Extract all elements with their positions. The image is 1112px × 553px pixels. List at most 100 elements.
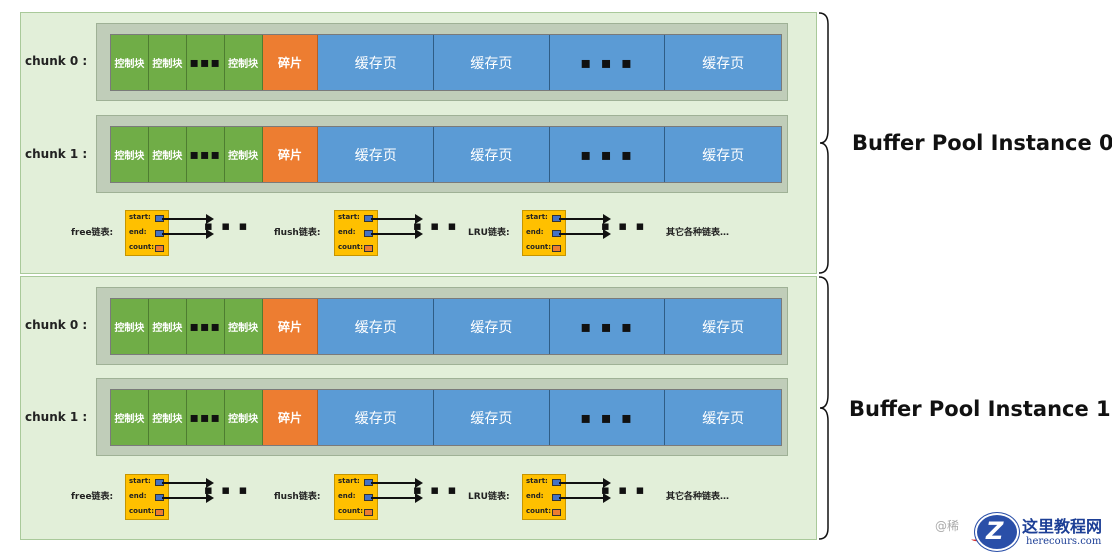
count-field: count: bbox=[338, 507, 364, 515]
pointer-arrow bbox=[162, 478, 214, 488]
buffer-pool-instance-1: chunk 0 : 控制块 控制块 ▪▪▪ 控制块 碎片 缓存页 缓存页 ▪ ▪… bbox=[20, 276, 817, 540]
instance-0-brace bbox=[818, 12, 829, 274]
control-block: 控制块 bbox=[111, 127, 149, 182]
buffer-pool-instance-0: chunk 0 : 控制块 控制块 ▪▪▪ 控制块 碎片 缓存页 缓存页 ▪ ▪… bbox=[20, 12, 817, 274]
control-block: 控制块 bbox=[148, 299, 187, 354]
list-ellipsis: ▪ ▪ ▪ bbox=[204, 219, 250, 234]
cache-page: 缓存页 bbox=[318, 35, 435, 90]
count-box bbox=[552, 509, 561, 516]
other-lists-label: 其它各种链表… bbox=[666, 228, 730, 238]
count-field: count: bbox=[526, 507, 552, 515]
end-field: end: bbox=[526, 492, 544, 500]
pointer-arrow bbox=[371, 229, 423, 239]
count-box bbox=[155, 245, 164, 252]
start-field: start: bbox=[338, 477, 360, 485]
lru-list-label: LRU链表: bbox=[468, 492, 510, 502]
chunk-blocks: 控制块 控制块 ▪▪▪ 控制块 碎片 缓存页 缓存页 ▪ ▪ ▪ 缓存页 bbox=[110, 389, 782, 446]
logo-letter: Z bbox=[986, 517, 1004, 545]
control-block: 控制块 bbox=[224, 127, 263, 182]
free-list-node: start: end: count: bbox=[125, 210, 214, 256]
pointer-arrow bbox=[371, 493, 423, 503]
flush-list-label: flush链表: bbox=[274, 492, 321, 502]
chunk-label: chunk 0 : bbox=[25, 318, 88, 332]
count-box bbox=[364, 509, 373, 516]
cache-page: 缓存页 bbox=[665, 299, 782, 354]
site-name: 这里教程网 bbox=[1022, 517, 1103, 536]
count-field: count: bbox=[129, 507, 155, 515]
cache-page: 缓存页 bbox=[434, 390, 550, 445]
cache-page: 缓存页 bbox=[318, 299, 435, 354]
chunk-blocks: 控制块 控制块 ▪▪▪ 控制块 碎片 缓存页 缓存页 ▪ ▪ ▪ 缓存页 bbox=[110, 34, 782, 91]
cache-page: 缓存页 bbox=[665, 390, 782, 445]
cache-page: 缓存页 bbox=[434, 299, 550, 354]
end-field: end: bbox=[129, 228, 147, 236]
end-field: end: bbox=[338, 228, 356, 236]
pointer-arrow bbox=[162, 229, 214, 239]
lru-list-node: start: end: count: bbox=[522, 474, 611, 520]
end-field: end: bbox=[129, 492, 147, 500]
list-ellipsis: ▪ ▪ ▪ bbox=[413, 483, 459, 498]
cache-page: 缓存页 bbox=[665, 127, 782, 182]
flush-list-label: flush链表: bbox=[274, 228, 321, 238]
chunk: 控制块 控制块 ▪▪▪ 控制块 碎片 缓存页 缓存页 ▪ ▪ ▪ 缓存页 bbox=[96, 23, 788, 101]
pointer-arrow bbox=[162, 493, 214, 503]
cache-page-ellipsis: ▪ ▪ ▪ bbox=[549, 35, 666, 90]
other-lists-label: 其它各种链表… bbox=[666, 492, 730, 502]
chunk-label: chunk 0 : bbox=[25, 54, 88, 68]
start-field: start: bbox=[526, 477, 548, 485]
watermark-text: @稀 bbox=[935, 519, 960, 533]
list-ellipsis: ▪ ▪ ▪ bbox=[413, 219, 459, 234]
control-block: 控制块 bbox=[148, 127, 187, 182]
chunk-label: chunk 1 : bbox=[25, 410, 88, 424]
cache-page: 缓存页 bbox=[434, 35, 550, 90]
control-block: 控制块 bbox=[111, 35, 149, 90]
count-field: count: bbox=[338, 243, 364, 251]
instance-1-brace bbox=[818, 276, 829, 540]
instance-0-title: Buffer Pool Instance 0 bbox=[852, 131, 1112, 155]
fragment-block: 碎片 bbox=[262, 299, 319, 354]
chunk-blocks: 控制块 控制块 ▪▪▪ 控制块 碎片 缓存页 缓存页 ▪ ▪ ▪ 缓存页 bbox=[110, 126, 782, 183]
control-block: 控制块 bbox=[224, 299, 263, 354]
control-block-ellipsis: ▪▪▪ bbox=[186, 390, 225, 445]
control-block: 控制块 bbox=[148, 390, 187, 445]
control-block: 控制块 bbox=[111, 299, 149, 354]
count-box bbox=[364, 245, 373, 252]
list-ellipsis: ▪ ▪ ▪ bbox=[601, 219, 647, 234]
end-field: end: bbox=[526, 228, 544, 236]
control-block: 控制块 bbox=[224, 390, 263, 445]
pointer-arrow bbox=[371, 214, 423, 224]
pointer-arrow bbox=[559, 493, 611, 503]
cache-page: 缓存页 bbox=[318, 390, 435, 445]
control-block: 控制块 bbox=[148, 35, 187, 90]
chunk: 控制块 控制块 ▪▪▪ 控制块 碎片 缓存页 缓存页 ▪ ▪ ▪ 缓存页 bbox=[96, 115, 788, 193]
flush-list-node: start: end: count: bbox=[334, 474, 423, 520]
start-field: start: bbox=[338, 213, 360, 221]
site-logo-icon: Z bbox=[975, 513, 1019, 551]
lru-list-node: start: end: count: bbox=[522, 210, 611, 256]
cache-page: 缓存页 bbox=[665, 35, 782, 90]
count-field: count: bbox=[129, 243, 155, 251]
fragment-block: 碎片 bbox=[262, 127, 319, 182]
count-box bbox=[552, 245, 561, 252]
chunk-label: chunk 1 : bbox=[25, 147, 88, 161]
start-field: start: bbox=[129, 213, 151, 221]
pointer-arrow bbox=[559, 229, 611, 239]
pointer-arrow bbox=[371, 478, 423, 488]
pointer-arrow bbox=[559, 478, 611, 488]
list-ellipsis: ▪ ▪ ▪ bbox=[601, 483, 647, 498]
flush-list-node: start: end: count: bbox=[334, 210, 423, 256]
free-list-label: free链表: bbox=[71, 492, 114, 502]
end-field: end: bbox=[338, 492, 356, 500]
cache-page-ellipsis: ▪ ▪ ▪ bbox=[549, 390, 666, 445]
pointer-arrow bbox=[559, 214, 611, 224]
list-ellipsis: ▪ ▪ ▪ bbox=[204, 483, 250, 498]
fragment-block: 碎片 bbox=[262, 390, 319, 445]
control-block-ellipsis: ▪▪▪ bbox=[186, 127, 225, 182]
control-block-ellipsis: ▪▪▪ bbox=[186, 35, 225, 90]
control-block-ellipsis: ▪▪▪ bbox=[186, 299, 225, 354]
start-field: start: bbox=[129, 477, 151, 485]
control-block: 控制块 bbox=[224, 35, 263, 90]
free-list-node: start: end: count: bbox=[125, 474, 214, 520]
count-field: count: bbox=[526, 243, 552, 251]
cache-page-ellipsis: ▪ ▪ ▪ bbox=[549, 299, 666, 354]
